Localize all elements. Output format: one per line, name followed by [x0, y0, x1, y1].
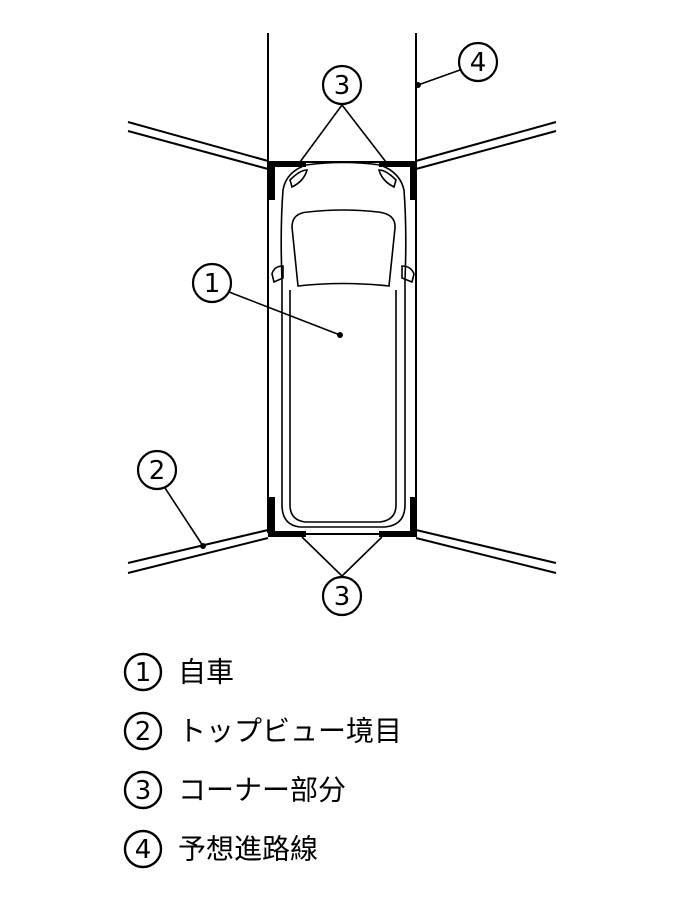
mirror-right	[401, 265, 415, 284]
legend-label: トップビュー境目	[178, 715, 402, 748]
callout-top-view-boundary: 2	[149, 456, 166, 486]
corner-rear-left	[268, 497, 306, 537]
corner-markers	[268, 161, 417, 537]
legend: 1 自車 2 トップビュー境目 3 コーナー部分 4 予想進路線	[123, 652, 402, 869]
callout-predicted-path: 4	[470, 48, 487, 78]
legend-item: 2 トップビュー境目	[123, 711, 402, 751]
corner-front-right	[379, 161, 417, 200]
legend-number: 4	[135, 835, 152, 865]
mirror-left	[271, 265, 284, 284]
legend-label: 自車	[178, 656, 234, 689]
legend-number: 1	[135, 658, 152, 688]
own-vehicle	[271, 161, 415, 528]
legend-label: コーナー部分	[178, 774, 346, 807]
legend-number: 2	[135, 717, 152, 747]
boundary-rear-left	[127, 529, 269, 574]
legend-item: 1 自車	[123, 652, 234, 692]
boundary-front-left	[127, 121, 269, 170]
callout-corner-top: 3	[334, 71, 351, 101]
legend-item: 4 予想進路線	[123, 829, 318, 869]
corner-rear-right	[379, 497, 417, 537]
headlight-right	[377, 169, 397, 189]
headlight-left	[289, 169, 309, 189]
legend-label: 予想進路線	[178, 833, 318, 866]
boundary-rear-right	[415, 529, 557, 574]
corner-front-left	[268, 161, 306, 200]
legend-item: 3 コーナー部分	[123, 770, 346, 810]
callout-own-vehicle: 1	[204, 269, 221, 299]
windshield	[291, 209, 396, 287]
callout-corner-bottom: 3	[334, 582, 351, 612]
legend-number: 3	[135, 776, 152, 806]
boundary-front-right	[415, 121, 557, 170]
